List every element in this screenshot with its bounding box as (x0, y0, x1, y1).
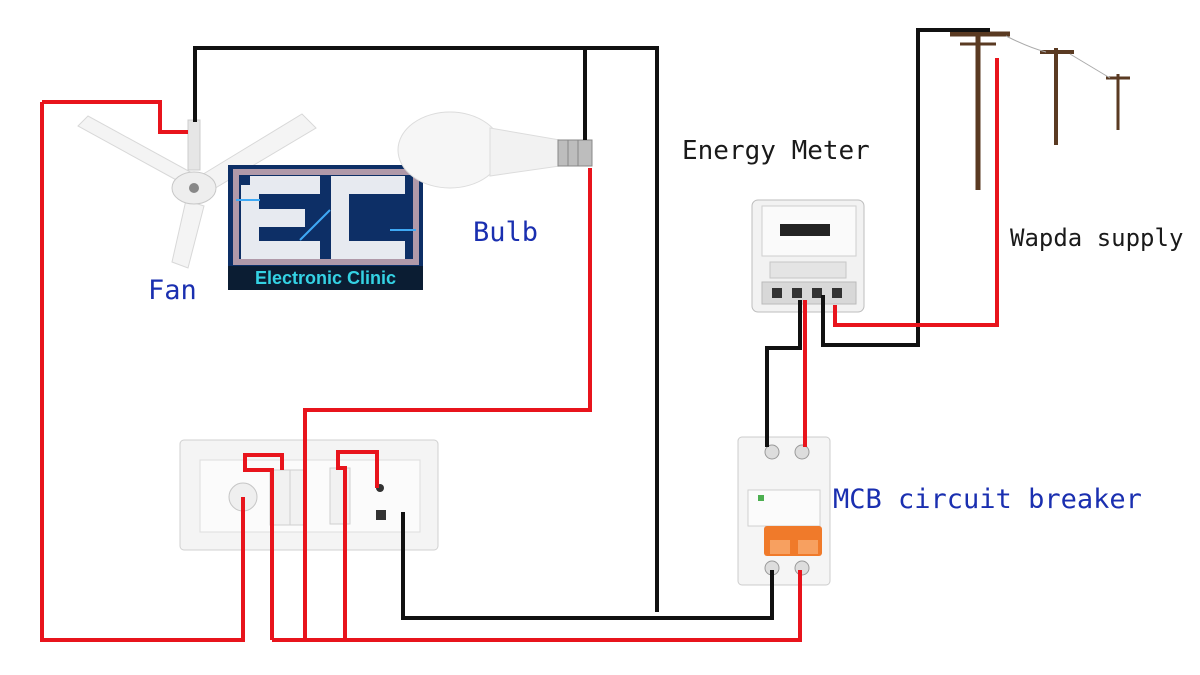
energy-meter-label: Energy Meter (682, 136, 870, 166)
bulb-icon (397, 111, 593, 189)
mcb-label: MCB circuit breaker (833, 484, 1142, 515)
neutral-wires (193, 28, 990, 620)
wapda-supply-label: Wapda supply (1010, 224, 1184, 252)
switchboard-icon (179, 439, 439, 551)
utility-pole-icon (950, 30, 1130, 190)
live-wires (40, 58, 999, 642)
logo-text: Electronic Clinic (228, 266, 423, 290)
fan-label: Fan (148, 275, 197, 306)
mcb-icon (737, 436, 831, 586)
energy-meter-icon (751, 199, 865, 313)
bulb-label: Bulb (473, 217, 539, 248)
